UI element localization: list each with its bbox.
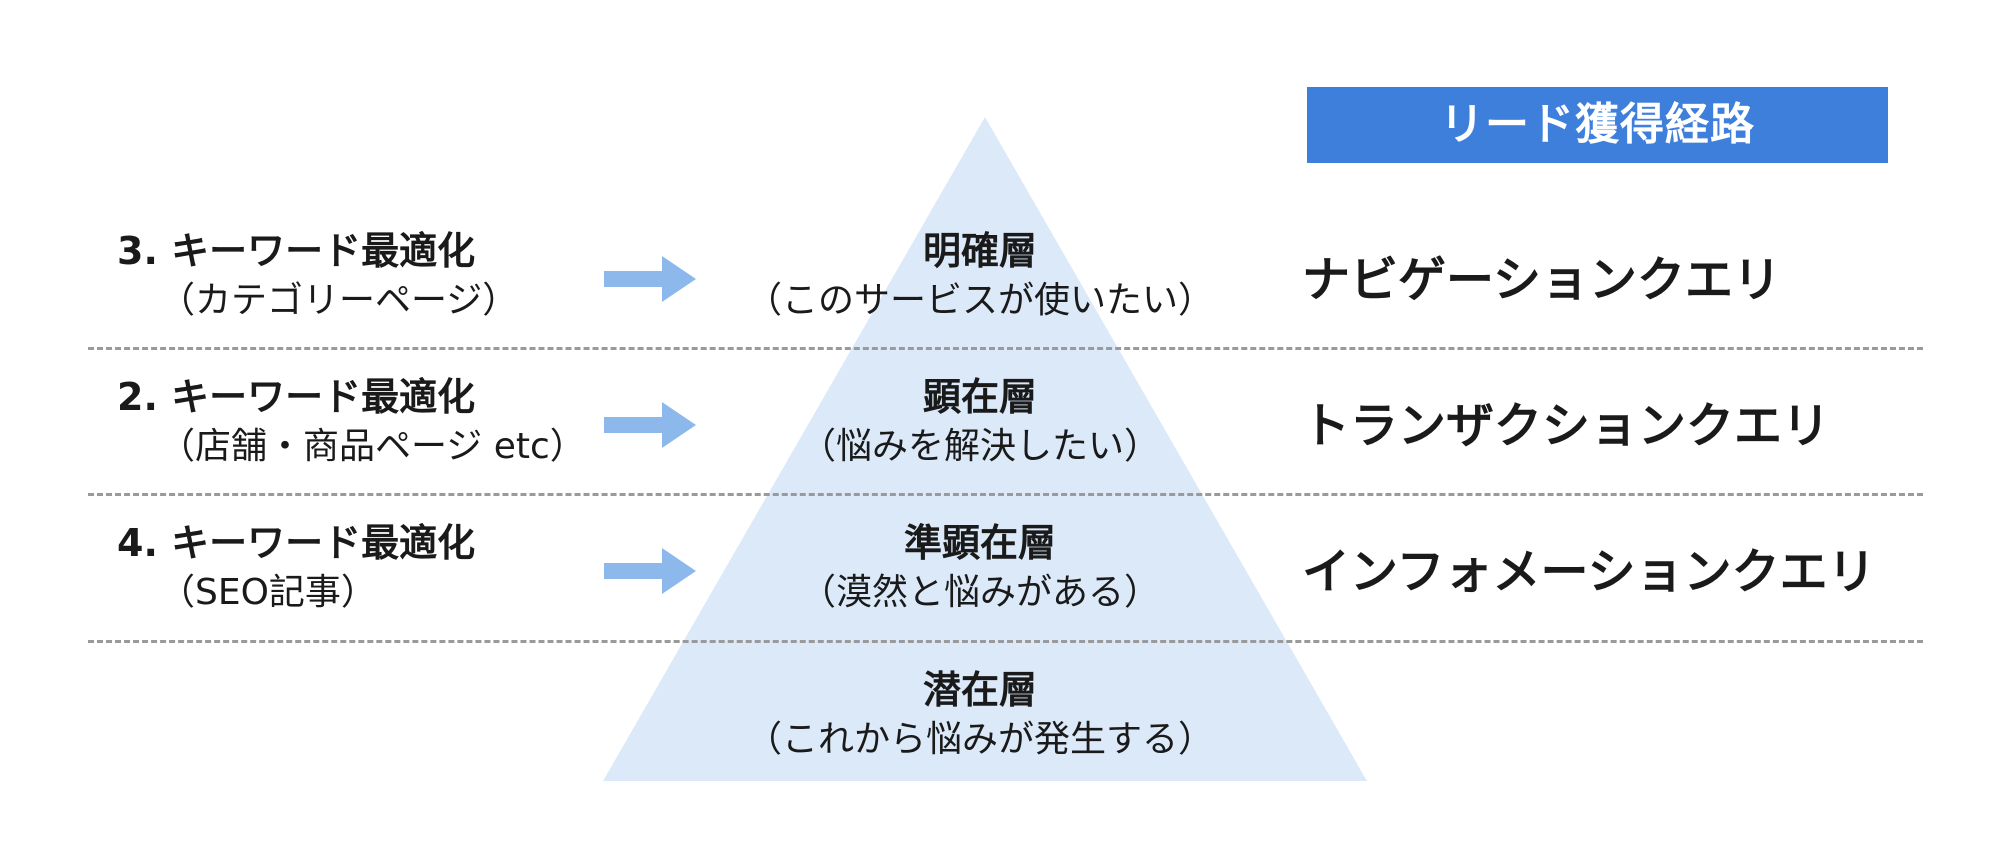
right-arrow-icon — [604, 256, 696, 302]
layer-subtitle: （漠然と悩みがある） — [799, 572, 1160, 613]
layer-subtitle: （悩みを解決したい） — [799, 426, 1160, 467]
divider-2 — [88, 493, 1923, 496]
left-subtitle: （店舗・商品ページ etc） — [159, 426, 586, 467]
lead-acquisition-badge: リード獲得経路 — [1307, 87, 1888, 163]
layer-row-1: 明確層 （このサービスが使いたい） — [720, 226, 1240, 326]
layer-subtitle: （これから悩みが発生する） — [745, 719, 1214, 760]
layer-row-2: 顕在層 （悩みを解決したい） — [720, 372, 1240, 472]
query-label-row-2: トランザクションクエリ — [1302, 398, 1831, 454]
left-block-row-2: 2. キーワード最適化 （店舗・商品ページ etc） — [117, 372, 637, 472]
layer-row-4: 潜在層 （これから悩みが発生する） — [720, 665, 1240, 765]
layer-title: 潜在層 — [922, 668, 1037, 712]
layer-title: 準顕在層 — [903, 521, 1056, 565]
layer-subtitle: （このサービスが使いたい） — [745, 280, 1214, 321]
right-arrow-icon — [604, 402, 696, 448]
divider-1 — [88, 347, 1923, 350]
left-subtitle: （SEO記事） — [159, 572, 377, 613]
right-arrow-icon — [604, 548, 696, 594]
pyramid-shape — [603, 117, 1367, 781]
layer-title: 明確層 — [922, 229, 1037, 273]
query-label-row-3: インフォメーションクエリ — [1302, 544, 1876, 600]
left-title: 3. キーワード最適化 — [117, 229, 476, 273]
left-title: 2. キーワード最適化 — [117, 375, 476, 419]
left-block-row-1: 3. キーワード最適化 （カテゴリーページ） — [117, 226, 637, 326]
left-subtitle: （カテゴリーページ） — [159, 280, 519, 321]
left-block-row-3: 4. キーワード最適化 （SEO記事） — [117, 518, 637, 618]
left-title: 4. キーワード最適化 — [117, 521, 476, 565]
divider-3 — [88, 640, 1923, 643]
layer-title: 顕在層 — [922, 375, 1037, 419]
query-label-row-1: ナビゲーションクエリ — [1302, 252, 1782, 308]
layer-row-3: 準顕在層 （漠然と悩みがある） — [720, 518, 1240, 618]
